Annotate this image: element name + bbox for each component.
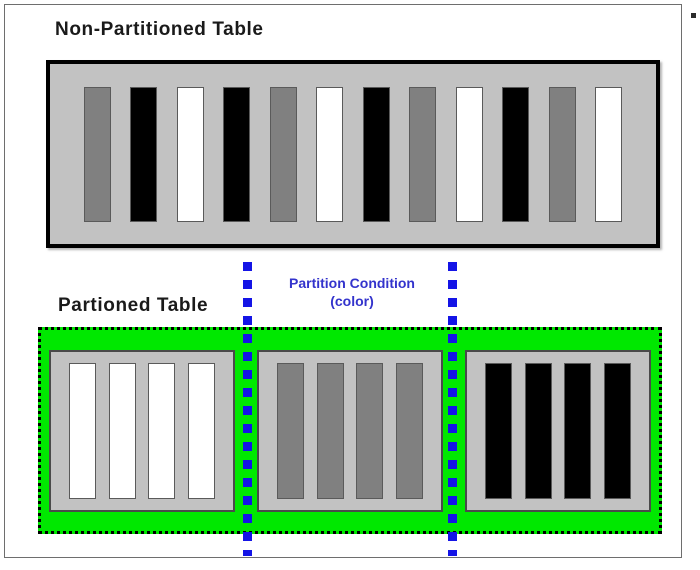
partition-condition-label: Partition Condition (color) [262,274,442,310]
table-row-black [362,86,390,222]
table-row-gray [395,362,423,499]
table-row-gray [269,86,297,222]
table-row-white [455,86,483,222]
partition-condition-line2: (color) [330,293,374,309]
table-row-gray [277,362,305,499]
table-row-white [595,86,623,222]
partition-condition-line1: Partition Condition [289,275,415,291]
table-row-gray [356,362,384,499]
black-partition [465,349,651,512]
table-row-black [524,362,552,499]
corner-mark-dot [691,13,696,18]
partitioned-table [38,327,662,534]
table-row-white [108,362,136,499]
non-partitioned-table-title: Non-Partitioned Table [55,19,264,40]
table-row-black [502,86,530,222]
table-row-white [176,86,204,222]
table-row-black [485,362,513,499]
partitioned-table-title: Partioned Table [58,295,209,316]
partition-divider-2 [448,262,457,556]
table-row-gray [409,86,437,222]
table-row-white [187,362,215,499]
non-partitioned-table [46,60,660,248]
table-row-white [148,362,176,499]
table-row-black [223,86,251,222]
partition-divider-1 [243,262,252,556]
table-row-gray [548,86,576,222]
table-row-white [316,86,344,222]
gray-partition [257,349,443,512]
table-row-gray [83,86,111,222]
table-row-black [603,362,631,499]
table-row-gray [316,362,344,499]
table-row-black [564,362,592,499]
table-row-black [130,86,158,222]
non-partitioned-row-group [50,64,656,244]
table-row-white [69,362,97,499]
white-partition [49,349,235,512]
